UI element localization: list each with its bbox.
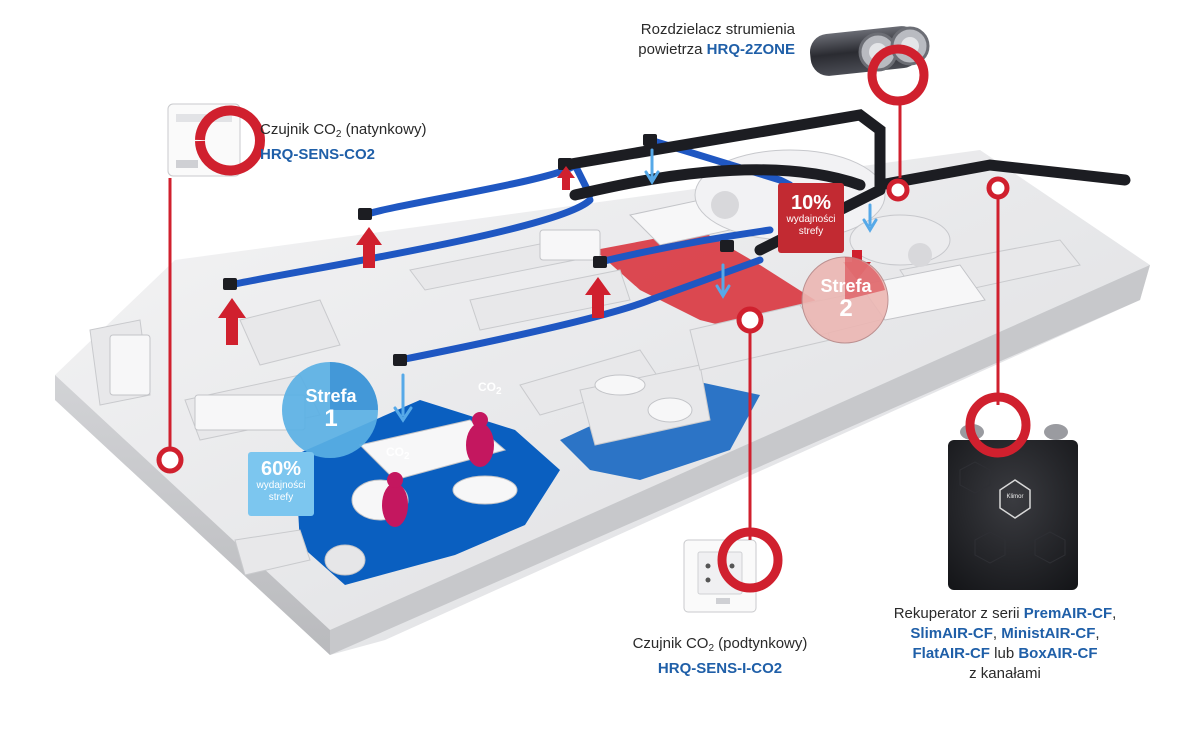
splitter-device-icon: [809, 26, 930, 76]
recuperator-ducts-note: z kanałami: [969, 665, 1041, 682]
zone-1-caption-1: wydajności: [256, 480, 306, 491]
recuperator-model-boxair: BoxAIR-CF: [1018, 645, 1098, 662]
wall-sensor-label: Czujnik CO2 (natynkowy) HRQ-SENS-CO2: [260, 120, 426, 165]
co2-marker: CO2: [386, 445, 410, 462]
wall-sensor-subscript: 2: [335, 129, 342, 140]
wall-sensor-type: (natynkowy): [341, 121, 427, 138]
wall-sensor-model: HRQ-SENS-CO2: [260, 146, 376, 163]
splitter-label: Rozdzielacz strumienia powietrza HRQ-2ZO…: [600, 20, 795, 60]
splitter-line-2: powietrza: [638, 41, 707, 58]
zone-2-efficiency: 10% wydajności strefy: [778, 192, 844, 238]
recuperator-intro: Rekuperator z serii: [893, 605, 1024, 622]
zone-2-number: 2: [839, 295, 853, 322]
flush-sensor-label: Czujnik CO2 (podtynkowy) HRQ-SENS-I-CO2: [620, 634, 820, 679]
people-icon: [382, 412, 494, 527]
wall-sensor-name: Czujnik CO: [260, 121, 336, 138]
zone-2-caption-1: wydajności: [786, 214, 836, 225]
recuperator-label: Rekuperator z serii PremAIR-CF, SlimAIR-…: [860, 604, 1150, 684]
splitter-line-1: Rozdzielacz strumienia: [640, 21, 795, 38]
flush-sensor-subscript: 2: [708, 643, 715, 654]
flush-sensor-model: HRQ-SENS-I-CO2: [657, 660, 783, 677]
recuperator-brand: Klimor: [1006, 494, 1024, 500]
zone-1-percent: 60%: [260, 458, 302, 480]
splitter-model: HRQ-2ZONE: [706, 41, 795, 58]
zone-1-marker: [248, 362, 378, 516]
zone-1-efficiency: 60% wydajności strefy: [248, 458, 314, 504]
callout-rings: [156, 44, 1031, 593]
recuperator-model-flatair: FlatAIR-CF: [912, 645, 990, 662]
zone-2-word: Strefa: [820, 276, 872, 296]
recuperator-model-slimair: SlimAIR-CF: [910, 625, 993, 642]
zone-2-label: Strefa 2: [811, 276, 881, 322]
flush-sensor-type: (podtynkowy): [714, 635, 808, 652]
zone-1-caption-2: strefy: [268, 492, 294, 503]
co2-marker: CO2: [478, 380, 502, 397]
zone-1-number: 1: [324, 405, 338, 432]
flush-sensor-name: Czujnik CO: [632, 635, 709, 652]
exhaust-arrow-icons: [218, 166, 611, 345]
zone-1-label: Strefa 1: [296, 386, 366, 432]
zone-2-caption-2: strefy: [798, 226, 824, 237]
recuperator-model-ministair: MinistAIR-CF: [1001, 625, 1096, 642]
supply-arrow-icons: [393, 148, 878, 423]
recuperator-model-premair: PremAIR-CF: [1023, 605, 1113, 622]
callout-leaders: [168, 100, 1000, 540]
zone-1-word: Strefa: [305, 386, 357, 406]
zone-2-marker: [778, 183, 889, 344]
duct-endings: [223, 134, 734, 366]
zone-2-percent: 10%: [790, 192, 832, 214]
